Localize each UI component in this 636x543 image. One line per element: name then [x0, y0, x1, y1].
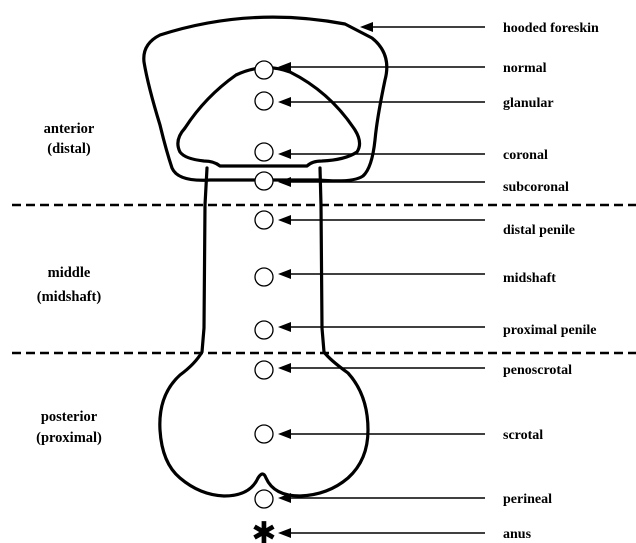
anus-asterisk-icon: ✱ [251, 517, 276, 543]
arrow-coronal [278, 149, 485, 159]
marker-midshaft [255, 268, 273, 286]
region-middle-label: middle [48, 265, 91, 281]
label-perineal: perineal [503, 492, 552, 507]
label-subcoronal: subcoronal [503, 180, 569, 195]
label-proximal-penile: proximal penile [503, 323, 596, 338]
label-anus: anus [503, 527, 532, 542]
marker-proximal-penile [255, 321, 273, 339]
arrow-proximal-penile [278, 322, 485, 332]
label-scrotal: scrotal [503, 428, 543, 443]
label-distal-penile: distal penile [503, 223, 575, 238]
label-glanular: glanular [503, 96, 554, 111]
arrow-midshaft [278, 269, 485, 279]
label-hooded-foreskin: hooded foreskin [503, 21, 599, 36]
arrow-distal-penile [278, 215, 485, 225]
marker-scrotal [255, 425, 273, 443]
arrow-anus [278, 528, 485, 538]
marker-glanular [255, 92, 273, 110]
label-midshaft: midshaft [503, 271, 556, 286]
marker-distal-penile [255, 211, 273, 229]
label-coronal: coronal [503, 148, 548, 163]
region-middle-sublabel: (midshaft) [37, 289, 102, 305]
marker-perineal [255, 490, 273, 508]
region-anterior-sublabel: (distal) [47, 141, 91, 157]
arrow-normal [278, 62, 485, 72]
arrow-penoscrotal [278, 363, 485, 373]
region-posterior-label: posterior [41, 409, 98, 425]
marker-penoscrotal [255, 361, 273, 379]
region-posterior-sublabel: (proximal) [36, 430, 102, 446]
arrow-hooded-foreskin [360, 22, 485, 32]
marker-subcoronal [255, 172, 273, 190]
region-anterior-label: anterior [44, 121, 95, 137]
label-penoscrotal: penoscrotal [503, 363, 572, 378]
arrow-scrotal [278, 429, 485, 439]
marker-normal [255, 61, 273, 79]
label-normal: normal [503, 61, 547, 76]
marker-coronal [255, 143, 273, 161]
